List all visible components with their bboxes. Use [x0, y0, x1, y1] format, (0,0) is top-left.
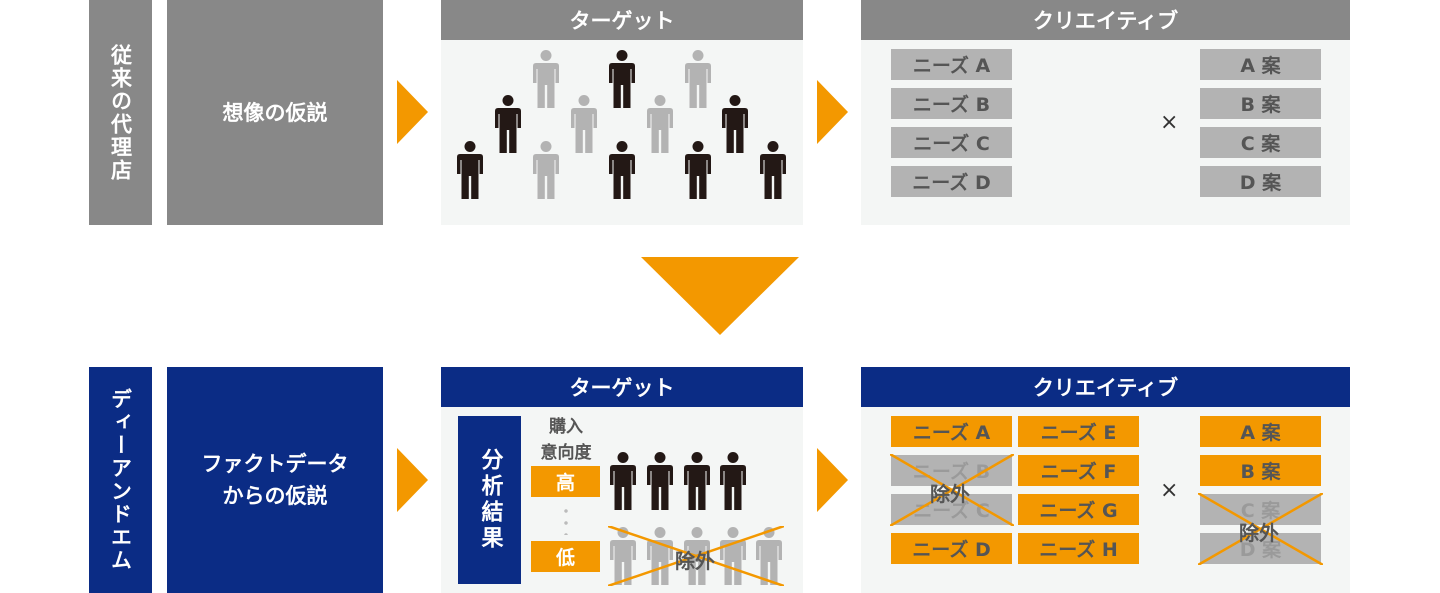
person-icon: [647, 452, 673, 510]
need-box: ニーズ G: [1018, 494, 1139, 525]
person-icon: [722, 95, 748, 153]
plan-box: B 案: [1200, 88, 1321, 119]
plan-box: A 案: [1200, 49, 1321, 80]
creative-header: クリエイティブ: [861, 0, 1350, 40]
plan-box-excluded: C 案: [1200, 494, 1321, 525]
low-badge: 低: [531, 541, 600, 572]
right-arrow-icon: [397, 80, 428, 144]
times-symbol: ×: [1160, 478, 1179, 503]
cross-out-icon: [1198, 493, 1323, 565]
plan-box: D 案: [1200, 166, 1321, 197]
person-icon: [684, 452, 710, 510]
right-arrow-icon: [817, 448, 848, 512]
purchase-intent-label: 購入 意向度: [531, 414, 601, 466]
person-icon: [457, 141, 483, 199]
need-box: ニーズ A: [891, 416, 1012, 447]
high-badge: 高: [531, 466, 600, 497]
hypothesis-line: からの仮説: [222, 484, 328, 508]
need-box: ニーズ F: [1018, 455, 1139, 486]
right-arrow-icon: [817, 80, 848, 144]
deeandm-label: ディーアンドエム: [89, 367, 152, 593]
person-icon: [720, 452, 746, 510]
need-box: ニーズ H: [1018, 533, 1139, 564]
need-box: ニーズ D: [891, 533, 1012, 564]
plan-box: A 案: [1200, 416, 1321, 447]
person-icon: [533, 141, 559, 199]
right-arrow-icon: [397, 448, 428, 512]
person-icon: [647, 95, 673, 153]
intent-line: 意向度: [540, 443, 592, 463]
plan-box: C 案: [1200, 127, 1321, 158]
excluded-label: 除外: [930, 482, 970, 506]
target-header: ターゲット: [441, 0, 803, 40]
person-icon: [533, 50, 559, 108]
fact-hypothesis-box: ファクトデータ からの仮説: [167, 367, 383, 593]
person-icon: [571, 95, 597, 153]
intent-line: 購入: [549, 417, 583, 437]
person-icon: [495, 95, 521, 153]
need-box: ニーズ A: [891, 49, 1012, 80]
person-icon: [610, 452, 636, 510]
need-box: ニーズ B: [891, 88, 1012, 119]
plan-box: B 案: [1200, 455, 1321, 486]
need-box: ニーズ D: [891, 166, 1012, 197]
plan-box-excluded: D 案: [1200, 533, 1321, 564]
need-box: ニーズ E: [1018, 416, 1139, 447]
person-icon: [685, 141, 711, 199]
person-icon: [609, 141, 635, 199]
ellipsis-dots: [564, 505, 568, 535]
conventional-agency-label: 従来の代理店: [89, 0, 152, 225]
creative-header: クリエイティブ: [861, 367, 1350, 407]
person-icon: [760, 141, 786, 199]
target-header: ターゲット: [441, 367, 803, 407]
excluded-label: 除外: [1239, 521, 1279, 545]
imagined-hypothesis-box: 想像の仮説: [167, 0, 383, 225]
cross-out-icon: [608, 526, 784, 586]
down-arrow-icon: [641, 257, 799, 335]
need-box: ニーズ C: [891, 127, 1012, 158]
person-icon: [609, 50, 635, 108]
cross-out-icon: [890, 454, 1014, 526]
excluded-label: 除外: [675, 549, 715, 573]
analysis-result-label: 分析結果: [458, 416, 521, 584]
times-symbol: ×: [1160, 110, 1179, 135]
hypothesis-line: ファクトデータ: [201, 452, 349, 476]
need-box-excluded: ニーズ C: [891, 494, 1012, 525]
person-icon: [685, 50, 711, 108]
